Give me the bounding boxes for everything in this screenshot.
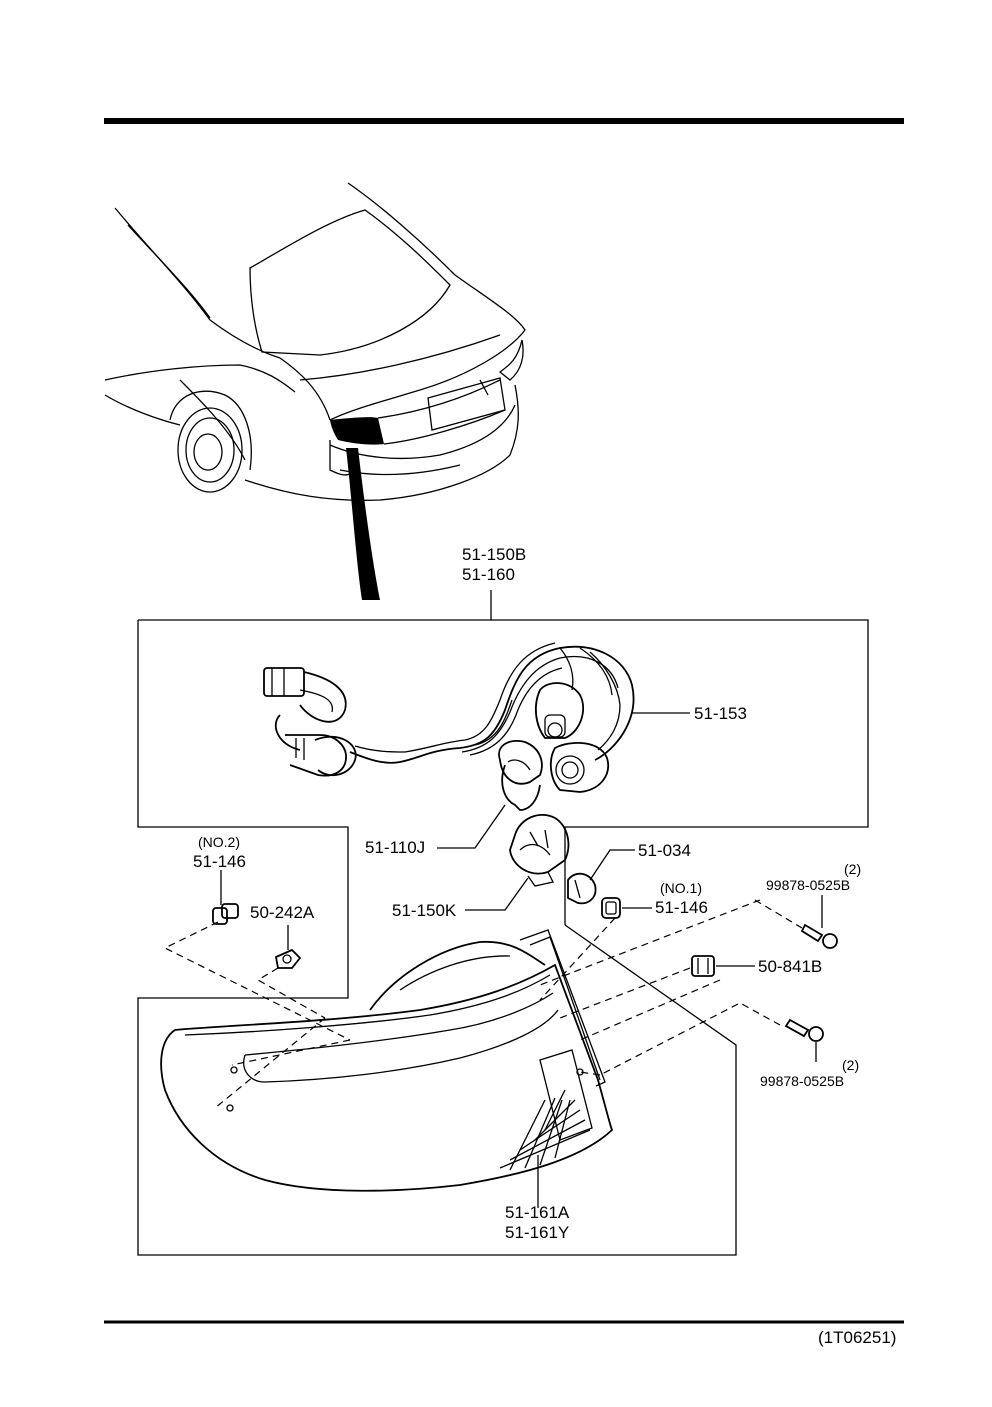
harness-box — [137, 590, 869, 1256]
label-screw-upper-part: 99878-0525B — [766, 877, 850, 893]
label-grommet-no1-note: (NO.1) — [660, 880, 702, 896]
label-bulb-small: 51-110J — [365, 838, 425, 857]
clip-upper — [567, 872, 597, 905]
figure-code: (1T06251) — [818, 1328, 896, 1347]
label-grommet-no1-part: 51-146 — [655, 898, 708, 917]
label-grommet-no2-part: 51-146 — [193, 852, 246, 871]
label-screw-lower-part: 99878-0525B — [760, 1073, 844, 1089]
tail-lamp-lens — [160, 929, 614, 1192]
label-lens-line1: 51-161A — [505, 1203, 570, 1222]
grommet-no2 — [212, 903, 239, 925]
label-harness-line1: 51-150B — [462, 545, 526, 564]
screw-upper — [800, 923, 838, 949]
pointer-arrow — [346, 448, 380, 600]
label-harness-line2: 51-160 — [462, 565, 515, 584]
clip-nut — [691, 955, 715, 977]
label-grommet-no2-note: (NO.2) — [198, 834, 240, 850]
label-clip-nut: 50-841B — [758, 957, 822, 976]
bulb-large — [509, 813, 570, 887]
screw-lower — [784, 1018, 824, 1042]
nut — [274, 948, 302, 969]
assembly-dashed-lines — [163, 899, 803, 1109]
car-rear-illustration — [104, 182, 526, 600]
label-socket-wiring: 51-153 — [694, 704, 747, 723]
label-bulb-large: 51-150K — [392, 901, 457, 920]
socket-wiring-harness — [263, 642, 635, 793]
bulb-small — [501, 764, 541, 811]
label-lens-line2: 51-161Y — [505, 1223, 569, 1242]
label-screw-upper-qty: (2) — [844, 861, 861, 877]
grommet-no1 — [601, 897, 621, 919]
label-screw-lower-qty: (2) — [842, 1057, 859, 1073]
tail-lamp-highlight — [330, 417, 384, 445]
label-clip-upper: 51-034 — [638, 841, 691, 860]
label-nut: 50-242A — [250, 903, 315, 922]
